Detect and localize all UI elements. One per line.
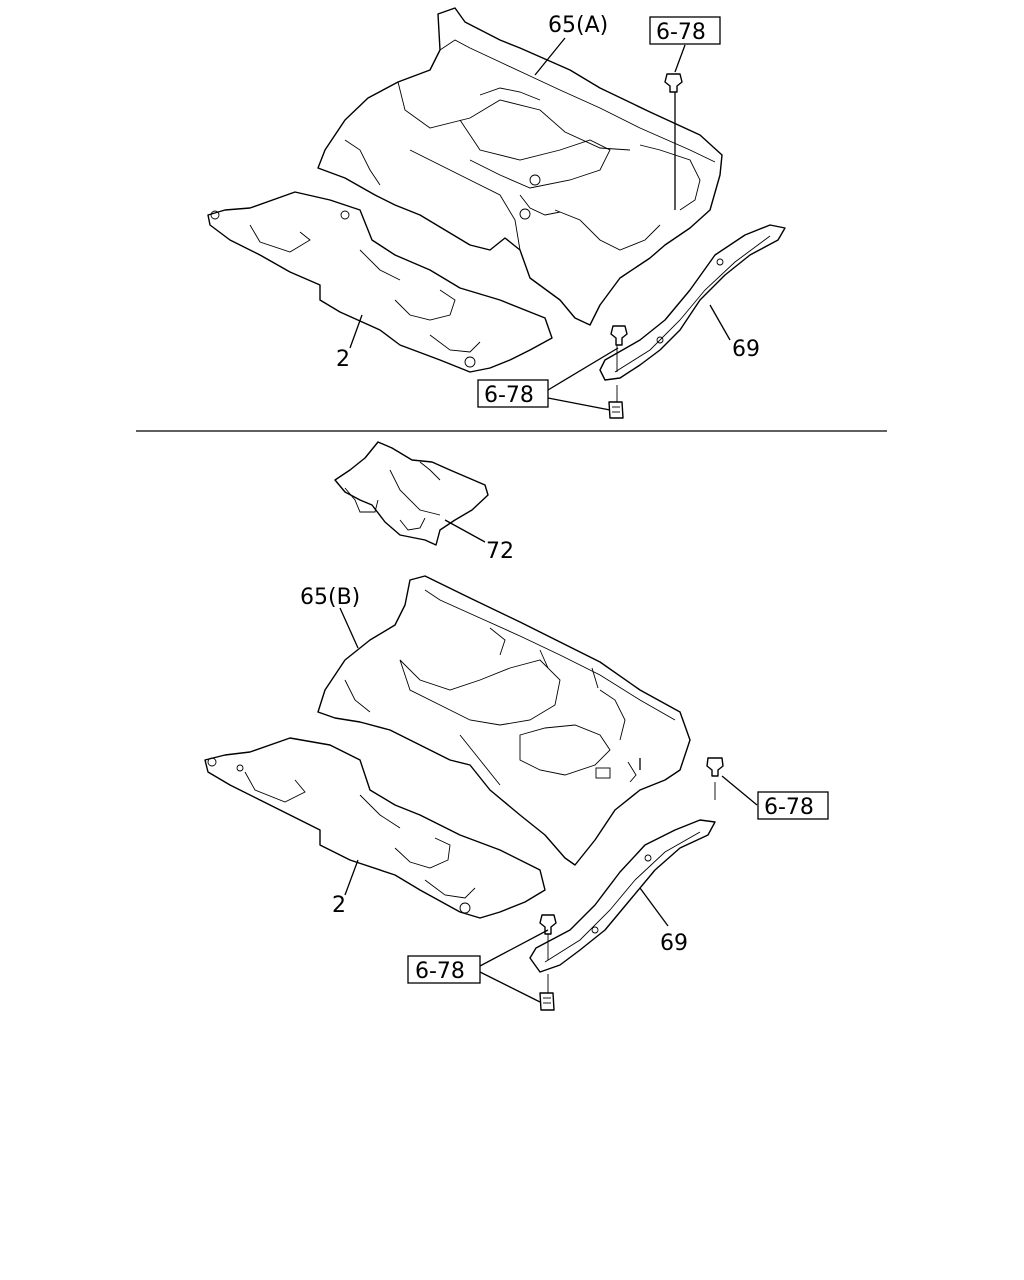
ref-box-top-right bbox=[649, 16, 721, 45]
clip-top-right bbox=[664, 73, 683, 93]
floor-mat-65b bbox=[317, 575, 691, 866]
label-ref-top-bottom: 6-78 bbox=[484, 383, 534, 408]
label-69-top: 69 bbox=[732, 337, 760, 362]
label-72: 72 bbox=[486, 539, 514, 564]
rear-mat-2-bottom bbox=[204, 737, 546, 919]
rail-69-top bbox=[599, 224, 786, 381]
clip-bottom-bottom bbox=[539, 992, 555, 1011]
top-assembly: 65(A) 6-78 69 2 6-78 bbox=[207, 7, 786, 419]
label-ref-top-right: 6-78 bbox=[656, 20, 706, 45]
clip-top-center bbox=[610, 325, 628, 346]
ref-box-bottom-right bbox=[757, 791, 829, 820]
label-ref-bottom-right: 6-78 bbox=[764, 795, 814, 820]
rail-69-bottom bbox=[529, 819, 716, 973]
ref-box-top-bottom bbox=[477, 379, 549, 408]
label-65a-top: 65(A) bbox=[548, 13, 608, 38]
insulator-72: 72 bbox=[334, 441, 514, 564]
label-65b: 65(B) bbox=[300, 585, 360, 610]
clip-bottom-center bbox=[539, 914, 557, 935]
bottom-assembly: 65(B) 6-78 2 69 6-78 bbox=[204, 575, 829, 1011]
clip-top-bottom bbox=[608, 401, 624, 419]
label-2-bottom: 2 bbox=[332, 893, 346, 918]
clip-bottom-right bbox=[706, 757, 724, 777]
floor-mat-65a bbox=[317, 7, 723, 326]
label-2-top: 2 bbox=[336, 347, 350, 372]
ref-box-bottom-left bbox=[407, 955, 481, 984]
label-69-bottom: 69 bbox=[660, 931, 688, 956]
label-ref-bottom-left: 6-78 bbox=[415, 959, 465, 984]
rear-mat-2 bbox=[207, 191, 553, 373]
